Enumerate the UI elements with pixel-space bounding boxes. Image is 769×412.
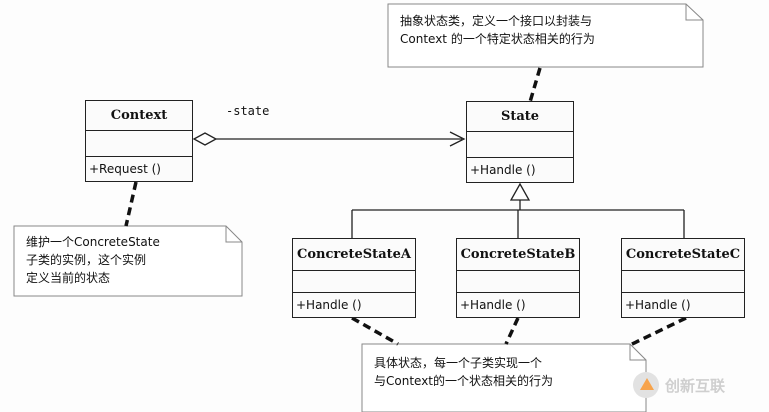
- concrete-note-fold: [629, 344, 646, 361]
- watermark-text: 创新互联: [665, 376, 726, 395]
- note-line: 具体状态，每一个子类实现一个: [374, 356, 543, 370]
- class-attributes: [467, 132, 573, 158]
- class-operation: +Handle (): [296, 298, 362, 312]
- watermark-logo-icon: [633, 372, 659, 398]
- context-note-shape: [13, 225, 243, 297]
- class-attributes: [293, 271, 415, 293]
- state-note: 抽象状态类，定义一个接口以封装与 Context 的一个特定状态相关的行为: [392, 6, 603, 52]
- class-operation: +Handle (): [625, 298, 691, 312]
- state-note-anchor: [528, 67, 542, 103]
- concrete-state-c-class[interactable]: ConcreteStateC +Handle (): [621, 238, 745, 318]
- note-line: Context 的一个特定状态相关的行为: [400, 32, 595, 46]
- class-operation: +Handle (): [470, 163, 536, 177]
- state-note-fold: [685, 4, 703, 21]
- class-name: ConcreteStateA: [293, 239, 415, 271]
- concrete-b-note-anchor: [504, 317, 520, 345]
- note-line: 定义当前的状态: [26, 271, 111, 285]
- context-class[interactable]: Context +Request (): [85, 100, 193, 182]
- class-operation: +Handle (): [460, 298, 526, 312]
- note-line: 与Context的一个状态相关的行为: [374, 374, 554, 388]
- association-label: -state: [226, 104, 270, 118]
- class-operation: +Request (): [89, 162, 161, 176]
- class-name: ConcreteStateC: [622, 239, 744, 271]
- association-arrowhead: [449, 131, 466, 147]
- concrete-state-a-class[interactable]: ConcreteStateA +Handle (): [292, 238, 416, 318]
- note-line: 维护一个ConcreteState: [26, 235, 160, 249]
- state-class[interactable]: State +Handle (): [466, 101, 574, 183]
- context-note: 维护一个ConcreteState 子类的实例，这个实例 定义当前的状态: [18, 227, 168, 291]
- class-name: State: [467, 102, 573, 132]
- concrete-a-note-anchor: [351, 316, 399, 346]
- generalization-triangle: [509, 182, 531, 201]
- class-attributes: [622, 271, 744, 293]
- class-name: Context: [86, 101, 192, 131]
- concrete-note: 具体状态，每一个子类实现一个 与Context的一个状态相关的行为: [366, 348, 561, 394]
- note-line: 子类的实例，这个实例: [26, 253, 147, 267]
- concrete-c-note-anchor: [627, 316, 687, 348]
- watermark: 创新互联: [633, 372, 725, 398]
- state-note-shape: [387, 3, 704, 68]
- context-note-fold: [225, 226, 242, 243]
- class-attributes: [457, 271, 579, 293]
- aggregation-diamond: [192, 132, 218, 146]
- concrete-state-b-class[interactable]: ConcreteStateB +Handle (): [456, 238, 580, 318]
- class-name: ConcreteStateB: [457, 239, 579, 271]
- class-attributes: [86, 131, 192, 157]
- context-note-anchor: [124, 181, 138, 227]
- note-line: 抽象状态类，定义一个接口以封装与: [400, 14, 593, 28]
